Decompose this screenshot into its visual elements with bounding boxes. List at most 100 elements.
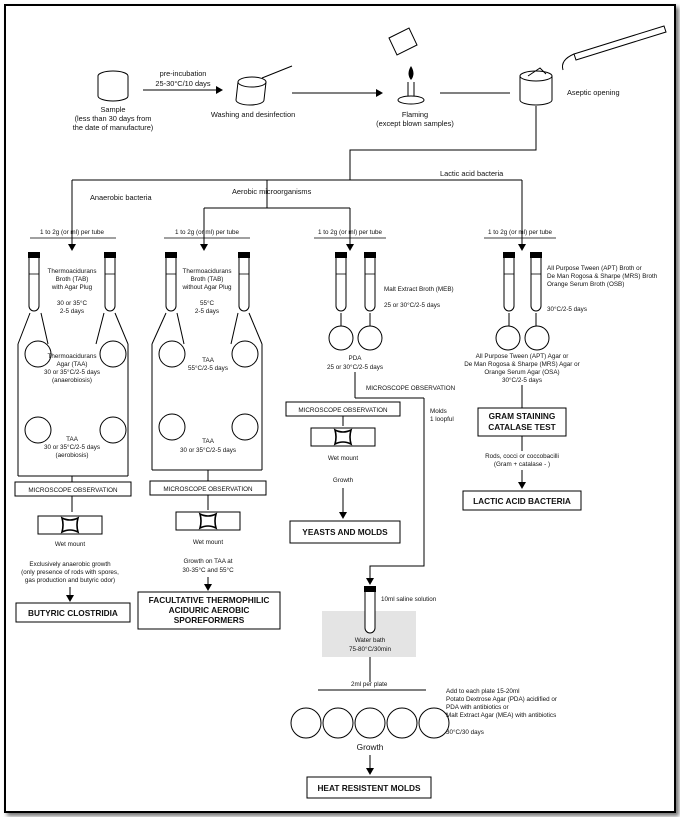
agar-label: Thermoacidurans: [48, 353, 97, 360]
result-box: [306, 776, 432, 799]
broth-label: Broth (TAB): [56, 276, 89, 283]
test-label: CATALASE TEST: [488, 422, 555, 432]
medium-label: Add to each plate 15-20ml: [446, 688, 520, 695]
connector-line: [114, 312, 129, 345]
agar-label: 30 or 35°C/2-5 days: [44, 443, 100, 451]
agar-label: Agar (TAA): [56, 361, 87, 368]
connector-line: [95, 312, 105, 345]
per-tube-label: 1 to 2g (or ml) per tube: [40, 229, 105, 236]
test-box: [477, 407, 567, 437]
note-label: (only presence of rods with spores,: [21, 569, 119, 576]
agar-label: 30°C/2-5 days: [502, 376, 542, 384]
petri-dish-icon: [357, 325, 383, 351]
result-label: HEAT RESISTENT MOLDS: [317, 783, 421, 793]
result-label: YEASTS AND MOLDS: [302, 527, 388, 537]
per-tube-label: 1 to 2g (or ml) per tube: [318, 229, 383, 236]
incubation-label: 2-5 days: [195, 308, 219, 315]
sample-note: the date of manufacture): [73, 123, 154, 132]
incubation-label: 30 or 35°C: [57, 299, 88, 307]
water-bath-label: 75-80°C/30min: [349, 645, 392, 653]
wet-mount-label: Wet mount: [193, 539, 224, 546]
test-tube-icon: [238, 252, 250, 312]
broth-label: Thermoacidurans: [48, 268, 97, 275]
test-label: GRAM STAINING: [489, 411, 556, 421]
agar-label: PDA: [349, 355, 363, 362]
result-label: SPOREFORMERS: [174, 615, 245, 625]
bunsen-burner-icon: [388, 27, 425, 105]
petri-dish-icon: [322, 707, 354, 739]
preincubation-conditions: 25-30°C/10 days: [155, 79, 210, 88]
microscope-observation-label: MICROSCOPE OBSERVATION: [366, 385, 456, 392]
agar-label: TAA: [202, 438, 215, 445]
broth-label: De Man Rogosa & Sharpe (MRS) Broth: [547, 273, 658, 280]
broth-label: Orange Serum Broth (OSB): [547, 281, 624, 288]
agar-label: All Purpose Tween (APT) Agar or: [476, 353, 569, 360]
petri-dish-icon: [524, 325, 550, 351]
slide-icon: [37, 515, 103, 535]
agar-label: TAA: [66, 436, 79, 443]
agar-label: Orange Serum Agar (OSA): [484, 369, 559, 376]
petri-dish-icon: [99, 340, 127, 368]
note-label: Exclusively anaerobic growth: [29, 561, 111, 568]
test-tube-icon: [530, 252, 542, 312]
test-tube-icon: [165, 252, 177, 312]
incubation-label: 2-5 days: [60, 308, 84, 315]
note-label: gas production and butyric odor): [25, 577, 115, 584]
flaming-note: (except blown samples): [376, 119, 454, 128]
broth-label: with Agar Plug: [51, 284, 93, 291]
result-box: [289, 520, 401, 544]
petri-dish-icon: [99, 416, 127, 444]
washing-label: Washing and desinfection: [211, 110, 295, 119]
growth-label: Growth: [357, 742, 384, 752]
wet-mount-label: Wet mount: [55, 541, 86, 548]
petri-dish-icon: [290, 707, 322, 739]
test-tube-icon: [335, 252, 347, 312]
result-label: LACTIC ACID BACTERIA: [473, 496, 571, 506]
slide-icon: [310, 427, 376, 447]
petri-dish-icon: [386, 707, 418, 739]
connector-line: [176, 312, 185, 345]
can-opener-icon: [519, 25, 667, 106]
branch-line: [349, 106, 537, 180]
note-label: Rods, cocci or coccobacilli: [485, 453, 559, 460]
petri-dish-icon: [24, 340, 52, 368]
connector-line: [40, 312, 49, 345]
medium-label: Malt Extract Agar (MEA) with antibiotics: [446, 712, 556, 719]
per-plate-label: 2ml per plate: [351, 681, 388, 688]
per-tube-label: 1 to 2g (or ml) per tube: [175, 229, 240, 236]
wet-mount-label: Wet mount: [328, 455, 359, 462]
agar-label: (aerobiosis): [56, 452, 89, 459]
sample-label: Sample: [100, 105, 125, 114]
incubation-label: 55°C: [200, 299, 215, 307]
result-label: FACULTATIVE THERMOPHILIC: [149, 595, 270, 605]
incubation-label: 30°C/30 days: [446, 728, 484, 736]
microscope-observation-label: MICROSCOPE OBSERVATION: [163, 486, 253, 493]
broth-label: Broth (TAB): [191, 276, 224, 283]
medium-label: PDA with antibiotics or: [446, 704, 509, 711]
result-label: BUTYRIC CLOSTRIDIA: [28, 608, 118, 618]
petri-dish-icon: [354, 707, 386, 739]
result-box: [137, 591, 281, 630]
result-label: ACIDURIC AEROBIC: [169, 605, 250, 615]
agar-label: TAA: [202, 357, 215, 364]
beaker-icon: [235, 65, 293, 106]
note-label: Growth on TAA at: [183, 558, 232, 565]
note-label: 30-35°C and 55°C: [182, 566, 234, 574]
medium-label: Potato Dextrose Agar (PDA) acidified or: [446, 696, 557, 703]
molds-label: Molds: [430, 408, 447, 415]
broth-label: Thermoacidurans: [183, 268, 232, 275]
growth-label: Growth: [333, 477, 354, 484]
petri-dish-icon: [158, 340, 186, 368]
broth-label: Malt Extract Broth (MEB): [384, 286, 454, 293]
microscope-observation-box: [14, 481, 132, 497]
arrow: [366, 398, 425, 585]
agar-label: 55°C/2-5 days: [188, 364, 228, 372]
test-tube-icon: [104, 252, 116, 312]
petri-dish-icon: [231, 413, 259, 441]
broth-label: All Purpose Tween (APT) Broth or: [547, 265, 642, 272]
flaming-label: Flaming: [402, 110, 428, 119]
note-label: (Gram + catalase - ): [494, 461, 550, 468]
connector-line: [151, 312, 167, 345]
agar-label: 30 or 35°C/2-5 days: [44, 368, 100, 376]
